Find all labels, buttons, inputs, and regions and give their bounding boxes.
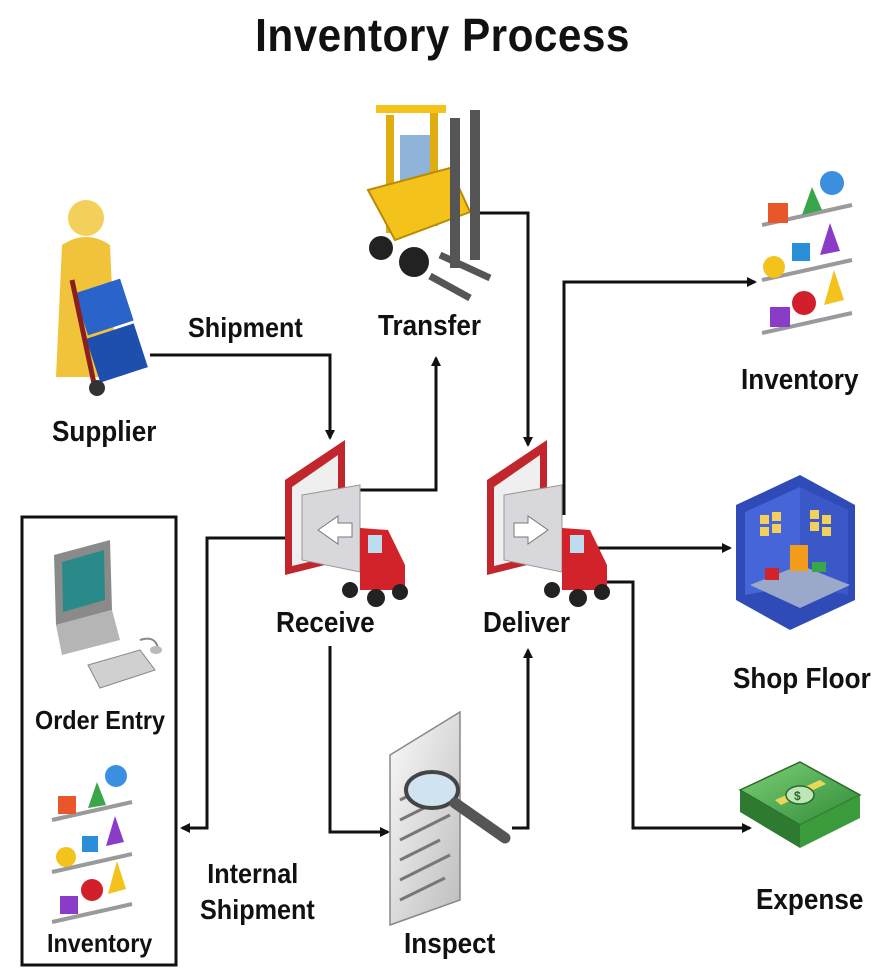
internal-inventory-shelf-icon: [51, 765, 133, 924]
money-stack-icon: $: [738, 761, 862, 848]
node-label-supplier: Supplier: [52, 416, 157, 448]
connectors: [150, 211, 757, 837]
edge-internal-shipment: [180, 533, 296, 833]
diagram-title: Inventory Process: [255, 9, 630, 61]
computer-icon: [54, 540, 162, 689]
edge-label-internal: Internal: [207, 858, 299, 889]
inspect-magnifier-icon: [389, 710, 511, 927]
node-label-shop-floor: Shop Floor: [733, 663, 871, 695]
shop-floor-icon: [736, 475, 855, 630]
inventory-shelf-icon: [761, 171, 853, 335]
supplier-icon: [56, 200, 148, 396]
edge-transfer-deliver: [478, 211, 533, 447]
edge-label-shipment-2: Shipment: [200, 894, 315, 925]
receive-truck-icon: [285, 440, 408, 607]
box-label-order-entry: Order Entry: [35, 705, 166, 735]
edge-label-shipment: Shipment: [188, 312, 303, 343]
node-label-inventory: Inventory: [741, 364, 859, 396]
deliver-truck-icon: [487, 440, 610, 607]
edge-inspect-deliver: [512, 648, 533, 830]
edge-deliver-inventory: [562, 277, 757, 515]
edge-supplier-receive: [150, 353, 335, 440]
edge-receive-inspect: [328, 646, 390, 837]
node-label-inspect: Inspect: [404, 928, 496, 960]
svg-text:$: $: [794, 789, 801, 803]
node-label-deliver: Deliver: [483, 607, 571, 639]
internal-box-frame: [20, 515, 178, 967]
node-label-transfer: Transfer: [378, 310, 482, 342]
edge-receive-transfer: [345, 356, 441, 492]
node-label-receive: Receive: [276, 607, 375, 639]
edge-deliver-expense: [590, 580, 752, 833]
forklift-icon: [366, 105, 492, 302]
box-label-inventory: Inventory: [47, 928, 153, 958]
node-label-expense: Expense: [756, 884, 864, 916]
edge-label-internal-shipment: Internal Shipment: [200, 856, 315, 928]
